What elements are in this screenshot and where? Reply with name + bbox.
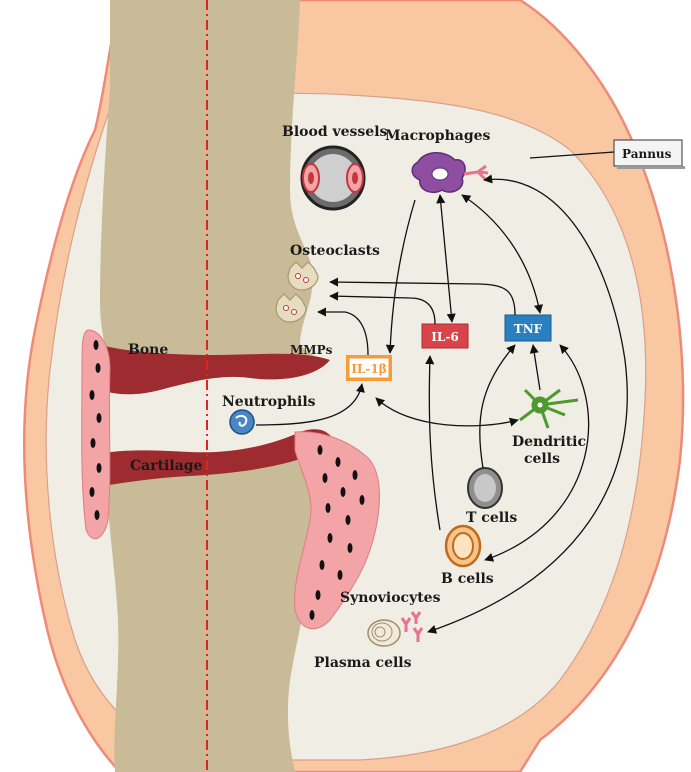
blood-vessels-label: Blood vessels: [282, 124, 388, 140]
pannus-label: Pannus: [622, 147, 672, 161]
right-synoviocyte-nuclei: [309, 445, 365, 620]
b-cell-icon: [444, 524, 482, 568]
tnf-box: TNF: [504, 314, 552, 342]
bone-cartilage: [90, 342, 330, 395]
osteoclasts-label: Osteoclasts: [290, 243, 380, 259]
cartilage-label: Cartilage: [130, 458, 203, 474]
lower-bone: [107, 439, 323, 772]
svg-text:IL-6: IL-6: [431, 330, 458, 344]
mmps-label: MMPs: [290, 343, 333, 357]
neutrophils-label: Neutrophils: [222, 394, 316, 410]
dendritic-label-2: cells: [524, 451, 560, 467]
signal-arrows: [255, 174, 628, 634]
blood-vessel-icon: [300, 145, 366, 211]
svg-text:TNF: TNF: [514, 322, 543, 336]
dendritic-label-1: Dendritic: [512, 434, 586, 450]
il6-box: IL-6: [421, 323, 469, 349]
plasma-cell-icon: [367, 611, 424, 647]
t-cell-icon: [467, 467, 503, 509]
plasma-cells-label: Plasma cells: [314, 655, 412, 671]
pannus-box: [529, 139, 685, 169]
synoviocytes-label: Synoviocytes: [340, 590, 441, 606]
osteoclast-icon: [275, 261, 319, 323]
il1b-box: IL-1β: [346, 355, 392, 381]
upper-bone: [100, 0, 325, 377]
bone-label: Bone: [128, 342, 168, 358]
svg-text:IL-1β: IL-1β: [351, 362, 386, 376]
left-synoviocyte-nuclei: [89, 340, 102, 520]
lower-cartilage: [90, 429, 335, 488]
right-synoviocyte-cluster: [294, 431, 380, 630]
macrophages-label: Macrophages: [385, 128, 491, 144]
left-synoviocyte-strip: [81, 329, 111, 540]
t-cells-label: T cells: [466, 510, 517, 526]
b-cells-label: B cells: [441, 571, 494, 587]
neutrophil-icon: [229, 409, 255, 435]
